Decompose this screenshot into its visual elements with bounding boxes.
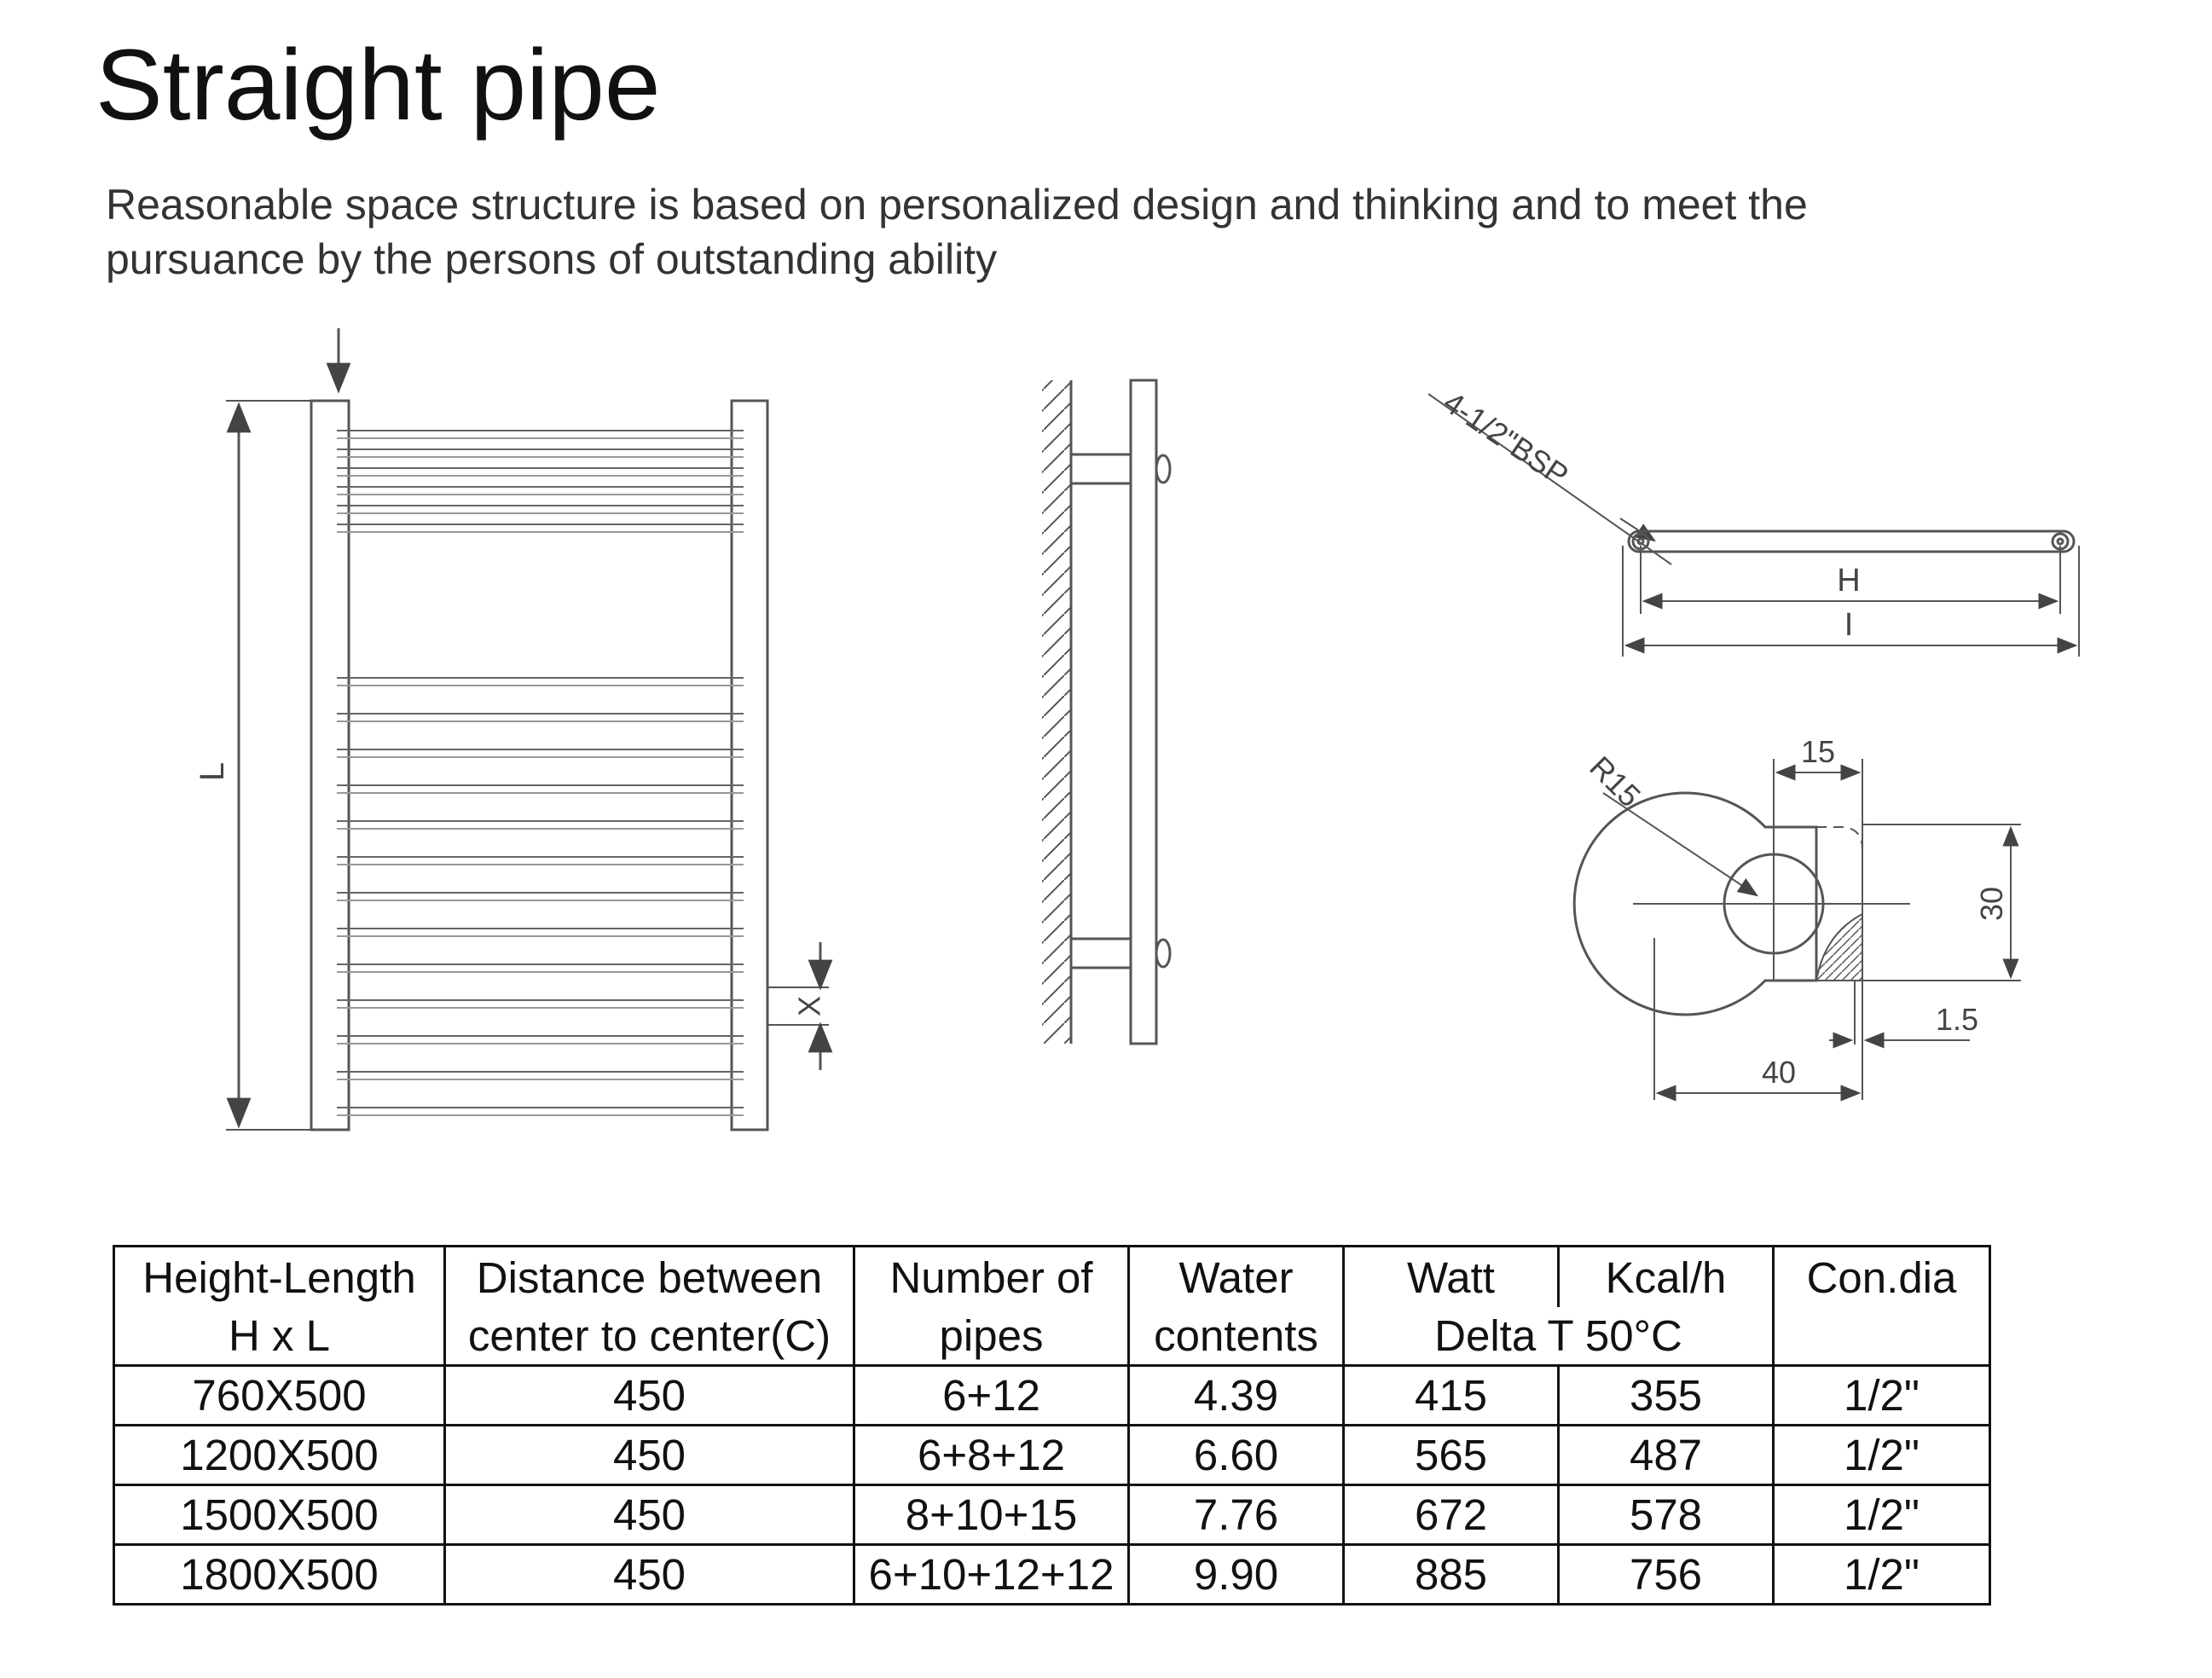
top-bracket (1069, 453, 1132, 485)
top-view-drawing (1427, 393, 2080, 657)
table-cell: 565 (1342, 1424, 1560, 1486)
label-30: 30 (1974, 887, 2009, 921)
table-cell: 6+12 (853, 1364, 1130, 1426)
table-header-row: Height-Length Distance between Number of… (113, 1245, 1991, 1307)
bottom-bracket (1069, 937, 1132, 969)
header-watt: Watt (1342, 1245, 1560, 1307)
table-cell: 756 (1557, 1543, 1775, 1606)
spec-table: Height-Length Distance between Number of… (113, 1245, 1991, 1606)
table-cell: 6+10+12+12 (853, 1543, 1130, 1606)
header-blank (1772, 1307, 1991, 1367)
table-header-row: H x L center to center(C) pipes contents… (113, 1307, 1991, 1367)
table-cell: 4.39 (1127, 1364, 1345, 1426)
table-cell: 1/2" (1772, 1364, 1991, 1426)
header-pipes-2: pipes (853, 1307, 1130, 1367)
header-center: center to center(C) (443, 1307, 855, 1367)
detail-view-drawing (1572, 759, 2021, 1102)
table-cell: 1/2" (1772, 1484, 1991, 1546)
header-pipes: Number of (853, 1245, 1130, 1307)
front-view-drawing (226, 328, 833, 1131)
table-cell: 578 (1557, 1484, 1775, 1546)
table-cell: 1200X500 (113, 1424, 446, 1486)
top-view-bar (1627, 529, 2076, 553)
table-cell: 1/2" (1772, 1424, 1991, 1486)
label-x: X (792, 996, 827, 1016)
header-condia: Con.dia (1772, 1245, 1991, 1307)
side-column (1129, 379, 1158, 1045)
right-column (730, 399, 769, 1131)
header-delta: Delta T 50°C (1342, 1307, 1775, 1367)
table-cell: 1800X500 (113, 1543, 446, 1606)
table-cell: 8+10+15 (853, 1484, 1130, 1546)
table-cell: 487 (1557, 1424, 1775, 1486)
label-40: 40 (1762, 1055, 1796, 1090)
table-cell: 760X500 (113, 1364, 446, 1426)
page-title: Straight pipe (96, 29, 661, 142)
header-water: Water (1127, 1245, 1345, 1307)
table-cell: 450 (443, 1424, 855, 1486)
header-kcal: Kcal/h (1557, 1245, 1775, 1307)
table-cell: 450 (443, 1364, 855, 1426)
table-cell: 355 (1557, 1364, 1775, 1426)
bracket-outline (1572, 791, 1818, 1016)
table-cell: 450 (443, 1543, 855, 1606)
label-l: L (194, 762, 231, 781)
heating-bars (337, 430, 744, 1116)
table-cell: 415 (1342, 1364, 1560, 1426)
table-cell: 9.90 (1127, 1543, 1345, 1606)
label-bsp: 4-1/2"BSP (1438, 385, 1575, 493)
side-view-drawing (1042, 379, 1172, 1045)
label-h: H (1837, 563, 1860, 599)
table-cell: 1/2" (1772, 1543, 1991, 1606)
table-cell: 6+8+12 (853, 1424, 1130, 1486)
page-subtitle: Reasonable space structure is based on p… (106, 181, 1808, 283)
header-height-length: Height-Length (113, 1245, 446, 1307)
left-column (310, 399, 350, 1131)
table-cell: 450 (443, 1484, 855, 1546)
table-cell: 1500X500 (113, 1484, 446, 1546)
label-1-5: 1.5 (1936, 1002, 1978, 1037)
table-cell: 7.76 (1127, 1484, 1345, 1546)
label-15: 15 (1801, 734, 1835, 769)
table-cell: 6.60 (1127, 1424, 1345, 1486)
table-cell: 885 (1342, 1543, 1560, 1606)
table-cell: 672 (1342, 1484, 1560, 1546)
label-i: I (1844, 607, 1854, 643)
header-distance: Distance between (443, 1245, 855, 1307)
wall-hatch (1042, 380, 1071, 1044)
header-hxl: H x L (113, 1307, 446, 1367)
header-contents: contents (1127, 1307, 1345, 1367)
